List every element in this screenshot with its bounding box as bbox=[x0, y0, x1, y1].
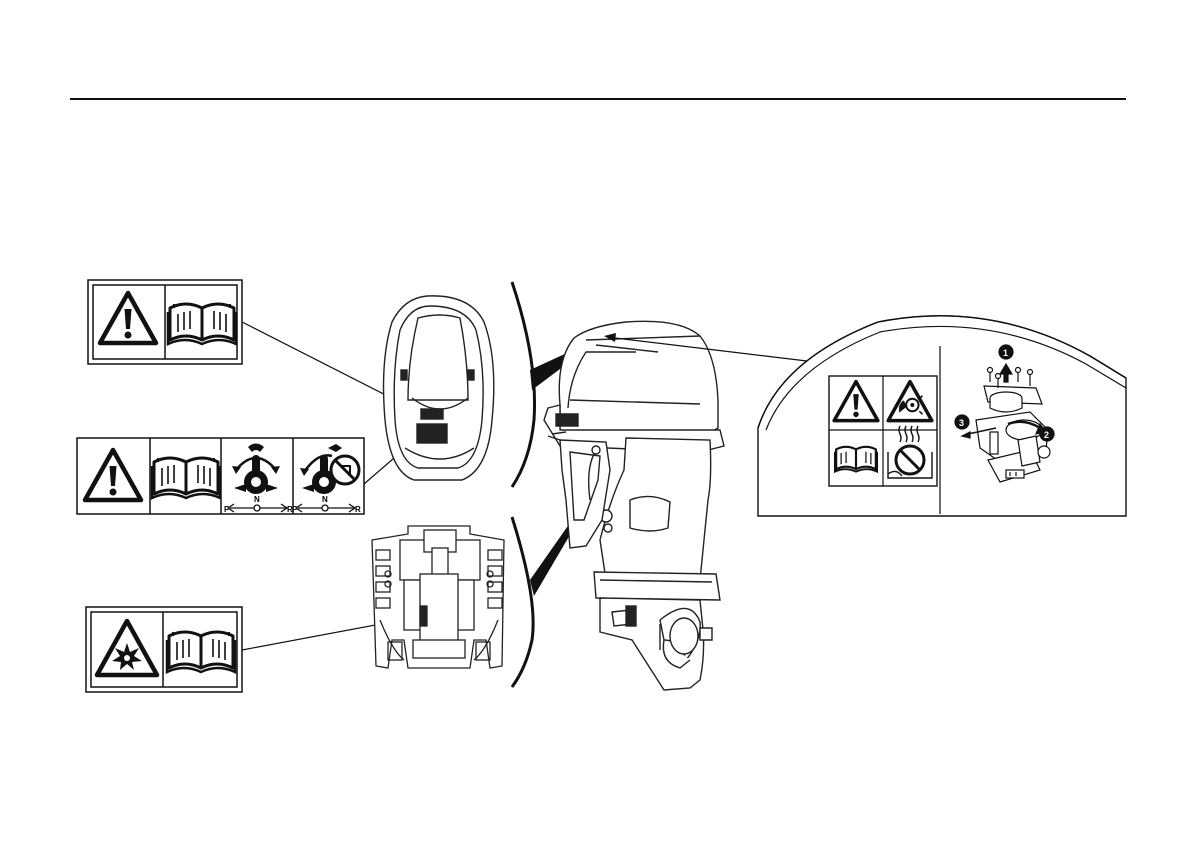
step-1-label: 1 bbox=[1003, 348, 1008, 358]
forward-label: F bbox=[292, 505, 297, 514]
label-warning-manual-top bbox=[88, 280, 242, 364]
reverse-label: R bbox=[355, 505, 361, 514]
manual-book-icon bbox=[168, 304, 236, 344]
manual-book-icon bbox=[167, 632, 235, 672]
step-2-label: 2 bbox=[1044, 430, 1049, 440]
manual-book-icon bbox=[835, 447, 877, 472]
manual-book-icon bbox=[152, 458, 220, 498]
outboard-motor-side-view bbox=[544, 321, 724, 690]
neutral-label: N bbox=[322, 495, 328, 504]
engine-cowling-top-view bbox=[384, 296, 494, 480]
view-bracket-top bbox=[512, 282, 535, 487]
engine-bracket-view bbox=[372, 526, 504, 668]
label-shift-warning: F N R F N R bbox=[77, 438, 364, 514]
label-explosion-warning bbox=[86, 607, 242, 692]
neutral-label: N bbox=[254, 495, 260, 504]
label-flywheel-cover: 1 2 3 bbox=[758, 316, 1126, 516]
view-bracket-bottom bbox=[512, 517, 533, 687]
step-3-label: 3 bbox=[959, 418, 964, 428]
forward-label: F bbox=[224, 505, 229, 514]
